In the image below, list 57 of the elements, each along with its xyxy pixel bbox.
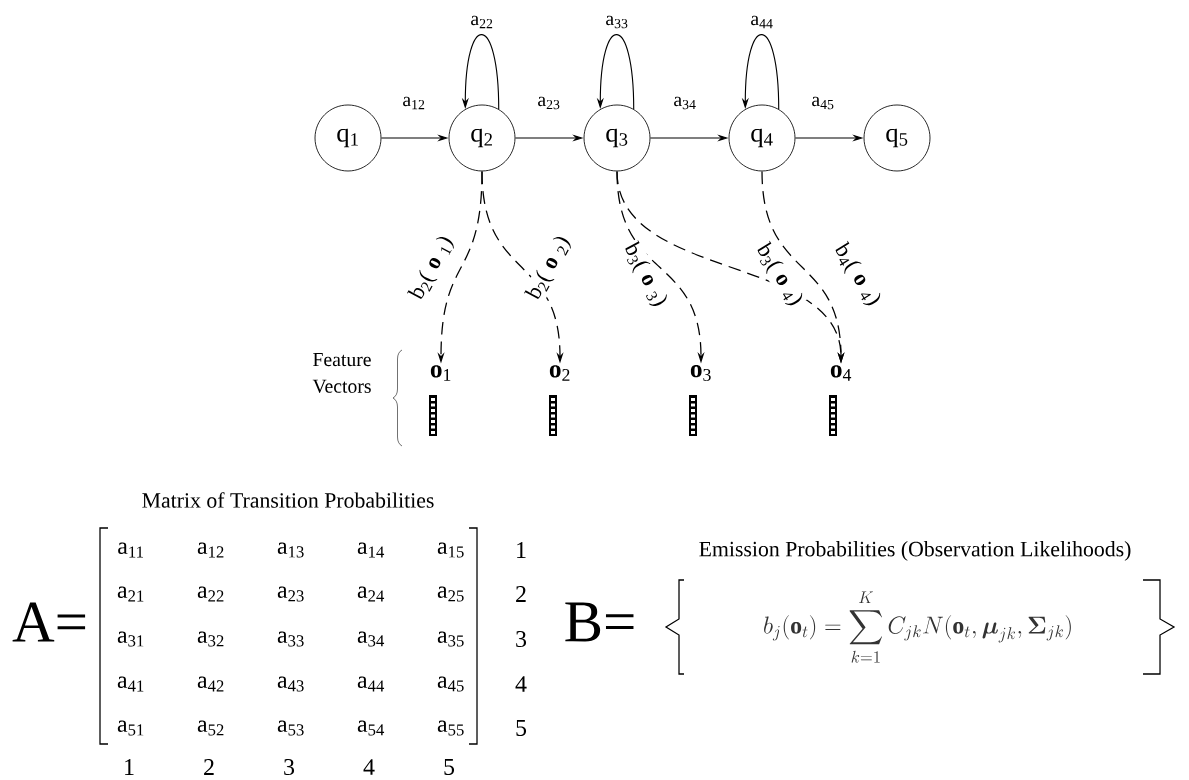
observation-label: o$_{1}$ xyxy=(430,365,451,381)
observation-label: o$_{2}$ xyxy=(549,365,570,381)
matrix-cell: a$_{52}$ xyxy=(197,720,224,736)
matrix-cell: a$_{14}$ xyxy=(357,542,385,558)
matrix-title: Matrix of Transition Probabilities xyxy=(142,492,434,508)
matrix-cell: a$_{33}$ xyxy=(277,631,304,647)
edge-label: b$_{3}$(o$_{4}$) xyxy=(750,238,808,312)
edge-label: a$_{12}$ xyxy=(401,95,427,111)
edge-label: b$_{3}$(o$_{3}$) xyxy=(618,238,672,312)
observation-label: o$_{3}$ xyxy=(690,365,711,381)
matrix-cell: a$_{35}$ xyxy=(437,631,464,647)
row-index: 4 xyxy=(515,676,527,692)
matrix-cell: a$_{25}$ xyxy=(437,586,464,602)
row-index: 5 xyxy=(516,720,527,736)
row-index: 1 xyxy=(517,542,526,558)
matrix-cell: a$_{13}$ xyxy=(277,542,304,558)
matrix-cell: a$_{55}$ xyxy=(437,720,464,736)
matrix-cell: a$_{32}$ xyxy=(197,631,224,647)
matrix-cell: a$_{12}$ xyxy=(197,542,224,558)
matrix-name: A= xyxy=(12,602,86,642)
matrix-cell: a$_{43}$ xyxy=(277,676,304,692)
edge-label: a$_{23}$ xyxy=(536,95,562,111)
matrix-cell: a$_{15}$ xyxy=(437,542,464,558)
column-index: 1 xyxy=(125,759,134,775)
edge-label: b$_{4}$(o$_{4}$) xyxy=(828,238,886,312)
column-index: 2 xyxy=(204,759,214,775)
row-index: 3 xyxy=(516,630,527,648)
edge-label: a$_{45}$ xyxy=(810,95,836,111)
column-index: 5 xyxy=(444,759,455,775)
edge-label: a$_{22}$ xyxy=(469,14,495,30)
observation-label: o$_{4}$ xyxy=(830,365,852,381)
row-index: 2 xyxy=(516,586,526,602)
matrix-cell: a$_{11}$ xyxy=(118,542,143,558)
matrix-cell: a$_{24}$ xyxy=(357,586,385,602)
matrix-cell: a$_{44}$ xyxy=(357,676,385,692)
matrix-cell: a$_{23}$ xyxy=(277,586,304,602)
matrix-cell: a$_{54}$ xyxy=(357,720,385,736)
column-index: 3 xyxy=(284,758,295,776)
edge-label: a$_{44}$ xyxy=(749,14,775,30)
matrix-cell: a$_{22}$ xyxy=(197,586,224,602)
matrix-cell: a$_{53}$ xyxy=(277,720,304,736)
matrix-cell: a$_{31}$ xyxy=(117,631,144,647)
matrix-cell: a$_{42}$ xyxy=(197,676,224,692)
matrix-cell: a$_{45}$ xyxy=(437,676,464,692)
edge-label: b$_{2}$(o$_{2}$) xyxy=(522,231,576,305)
feature-vectors-label: Feature Vectors xyxy=(312,353,371,393)
set-name: B= xyxy=(565,602,634,642)
emission-title: Emission Probabilities (Observation Likelihoods) xyxy=(699,541,1131,561)
emission-formula: $b_j(\mathbf{o}_t) = \sum_{k=1}^{K} C_{jk} N(\mathbf{o}_t, \boldsymbol{\mu}_{jk}, \boldsymbol{\Sigma}_{jk})$ xyxy=(764,591,1071,663)
column-index: 4 xyxy=(363,759,375,775)
matrix-cell: a$_{21}$ xyxy=(117,586,144,602)
matrix-cell: a$_{41}$ xyxy=(117,676,144,692)
matrix-cell: a$_{51}$ xyxy=(117,720,144,736)
edge-label: a$_{34}$ xyxy=(672,95,698,111)
matrix-cell: a$_{34}$ xyxy=(357,631,385,647)
edge-label: b$_{2}$(o$_{1}$) xyxy=(405,231,459,305)
edge-label: a$_{33}$ xyxy=(604,14,630,30)
